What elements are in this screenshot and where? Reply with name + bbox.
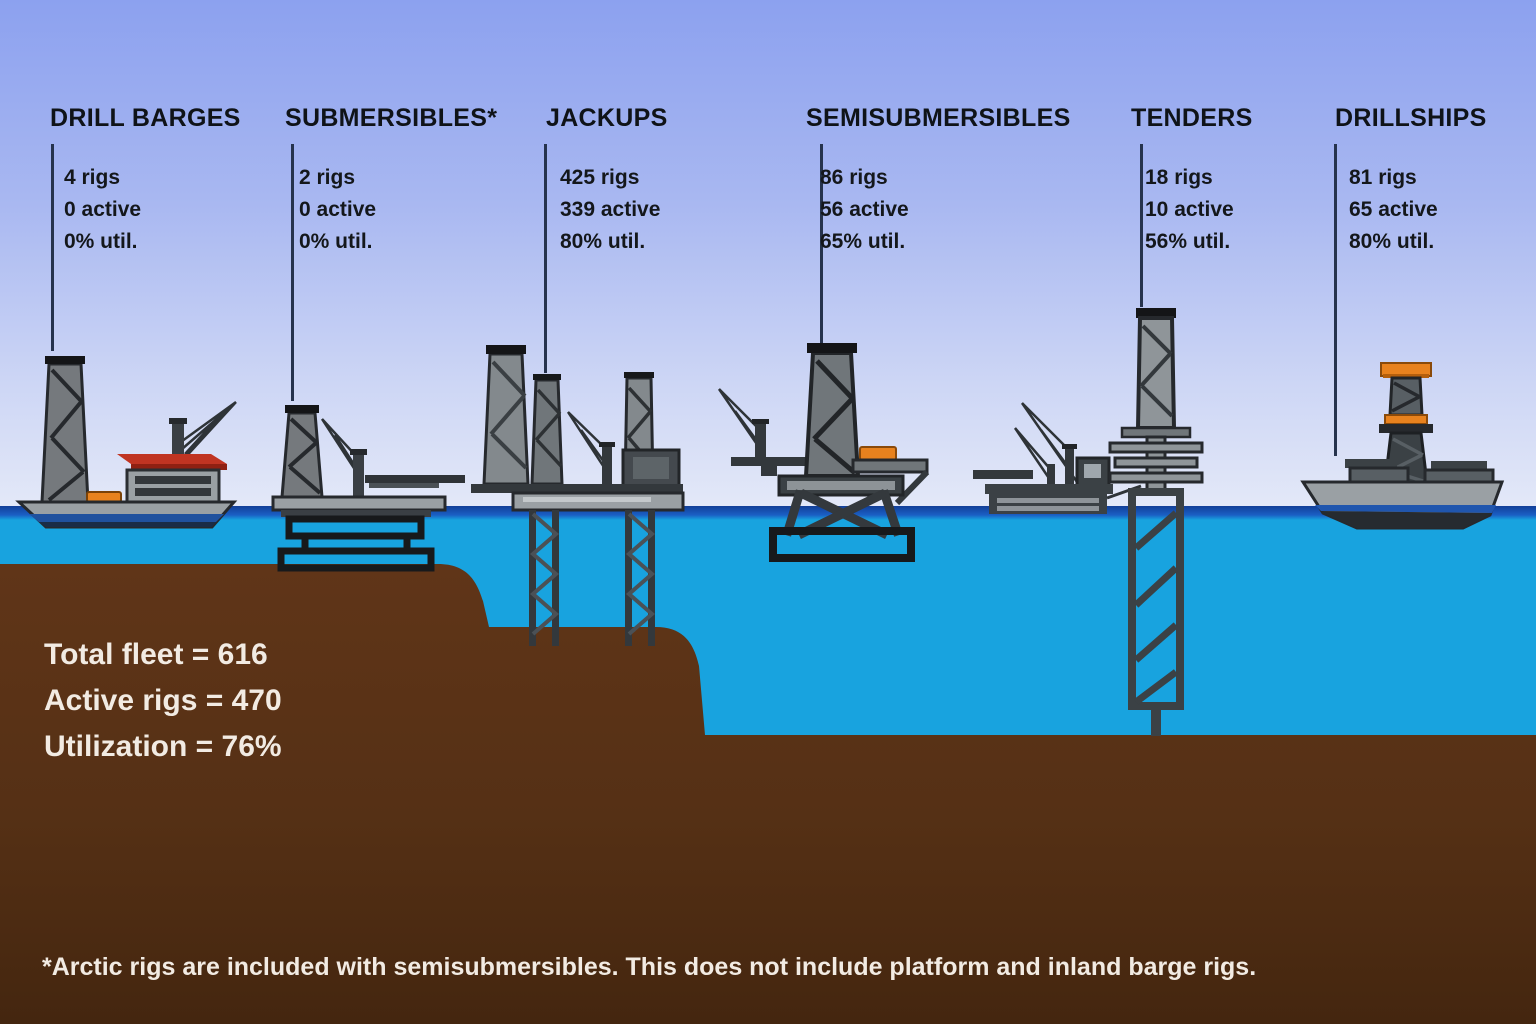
connector-line bbox=[51, 144, 54, 351]
stat-util: 0% util. bbox=[299, 230, 373, 253]
pontoon bbox=[769, 527, 915, 562]
connector-line bbox=[291, 144, 294, 401]
tender-illustration bbox=[973, 308, 1204, 736]
category-title: SEMISUBMERSIBLES bbox=[806, 104, 1071, 132]
jackup-legs bbox=[529, 510, 656, 646]
stat-util: 56% util. bbox=[1145, 230, 1231, 253]
deck-hull bbox=[471, 484, 685, 512]
total-fleet: Total fleet = 616 bbox=[44, 638, 268, 671]
port-arm bbox=[731, 457, 815, 466]
stat-rigs: 86 rigs bbox=[820, 166, 888, 189]
category-title: SUBMERSIBLES* bbox=[285, 104, 498, 132]
stat-util: 65% util. bbox=[820, 230, 906, 253]
drill-barge-illustration bbox=[15, 356, 238, 529]
category-title: TENDERS bbox=[1131, 104, 1253, 132]
derrick bbox=[40, 356, 90, 504]
category-stats: 2 rigs 0 active 0% util. bbox=[299, 162, 376, 258]
stat-util: 0% util. bbox=[64, 230, 138, 253]
category-stats: 86 rigs 56 active 65% util. bbox=[820, 162, 909, 258]
stat-rigs: 2 rigs bbox=[299, 166, 356, 189]
semisubmersible-illustration bbox=[717, 343, 930, 562]
category-title: JACKUPS bbox=[546, 104, 668, 132]
stat-rigs: 425 rigs bbox=[560, 166, 640, 189]
stat-active: 339 active bbox=[560, 198, 661, 221]
category-stats: 4 rigs 0 active 0% util. bbox=[64, 162, 141, 258]
category-jackups: JACKUPS 425 rigs 339 active 80% util. bbox=[544, 104, 668, 373]
crane bbox=[566, 411, 615, 484]
submerged-pontoons bbox=[277, 515, 435, 572]
connector-line bbox=[1140, 144, 1143, 307]
seabed-profile bbox=[0, 564, 1536, 1024]
deck-arm bbox=[365, 475, 465, 483]
connector-line bbox=[820, 144, 823, 343]
barge-hull bbox=[15, 500, 238, 529]
crane bbox=[717, 388, 769, 459]
stat-util: 80% util. bbox=[1349, 230, 1435, 253]
tender-platform-column bbox=[1108, 308, 1204, 736]
utilization: Utilization = 76% bbox=[44, 730, 282, 763]
stat-rigs: 4 rigs bbox=[64, 166, 121, 189]
superstructure bbox=[1345, 459, 1495, 485]
connector-line bbox=[544, 144, 547, 373]
category-title: DRILL BARGES bbox=[50, 104, 241, 132]
derrick bbox=[803, 343, 861, 478]
deckhouse bbox=[117, 454, 227, 504]
stat-active: 0 active bbox=[299, 198, 377, 221]
sky-background bbox=[0, 0, 1536, 512]
orange-module bbox=[859, 446, 897, 461]
deck bbox=[271, 495, 447, 517]
category-drill-barges: DRILL BARGES 4 rigs 0 active 0% util. bbox=[50, 104, 241, 351]
deck bbox=[777, 474, 905, 497]
derrick bbox=[280, 405, 324, 499]
category-stats: 81 rigs 65 active 80% util. bbox=[1349, 162, 1438, 258]
deckhouse bbox=[621, 448, 681, 488]
derrick bbox=[482, 345, 530, 486]
category-drillships: DRILLSHIPS 81 rigs 65 active 80% util. bbox=[1334, 104, 1487, 456]
starboard-slab bbox=[851, 458, 930, 506]
category-title: DRILLSHIPS bbox=[1335, 104, 1487, 132]
stat-active: 10 active bbox=[1145, 198, 1234, 221]
category-semisubmersibles: SEMISUBMERSIBLES 86 rigs 56 active 65% u… bbox=[806, 104, 1071, 343]
active-rigs: Active rigs = 470 bbox=[44, 684, 282, 717]
stat-rigs: 81 rigs bbox=[1349, 166, 1417, 189]
submersible-illustration bbox=[271, 405, 465, 572]
category-submersibles: SUBMERSIBLES* 2 rigs 0 active 0% util. bbox=[285, 104, 498, 401]
stat-active: 0 active bbox=[64, 198, 142, 221]
drillship-illustration bbox=[1300, 362, 1505, 530]
fleet-summary: Total fleet = 616 Active rigs = 470 Util… bbox=[44, 632, 282, 770]
leg-tower-middle bbox=[530, 374, 564, 486]
jackup-illustration bbox=[471, 345, 685, 646]
stat-active: 65 active bbox=[1349, 198, 1438, 221]
category-tenders: TENDERS 18 rigs 10 active 56% util. bbox=[1131, 104, 1253, 307]
stat-active: 56 active bbox=[820, 198, 909, 221]
category-stats: 18 rigs 10 active 56% util. bbox=[1145, 162, 1234, 258]
footnote: *Arctic rigs are included with semisubme… bbox=[42, 953, 1257, 981]
stat-util: 80% util. bbox=[560, 230, 646, 253]
connector-line bbox=[1334, 144, 1337, 456]
category-stats: 425 rigs 339 active 80% util. bbox=[560, 162, 660, 258]
ship-hull bbox=[1300, 480, 1505, 530]
tender-vessel bbox=[973, 402, 1113, 514]
crane bbox=[320, 418, 367, 497]
stat-rigs: 18 rigs bbox=[1145, 166, 1213, 189]
